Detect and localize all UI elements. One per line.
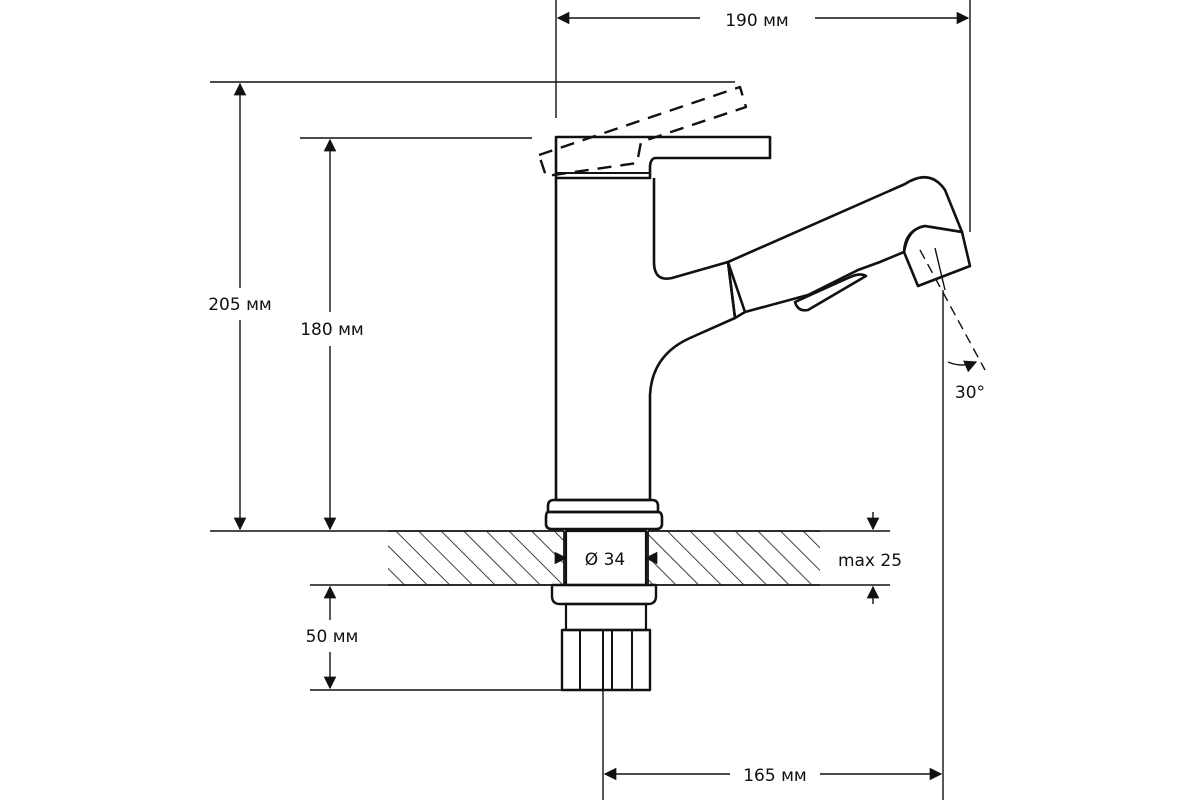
faucet-outline [537, 85, 972, 692]
mounting-nut [550, 583, 658, 606]
dimension-lines [210, 0, 971, 800]
dim-spout-height: 180 мм [300, 320, 364, 340]
dim-shank-length: 50 мм [306, 627, 359, 647]
spray-angle-guides [919, 247, 986, 373]
shank-neck [564, 602, 648, 632]
base-ring [544, 510, 664, 531]
spray-button [793, 273, 868, 312]
dim-reach: 165 мм [743, 766, 807, 786]
spray-head [726, 176, 964, 320]
spray-nozzle [902, 224, 972, 288]
dim-max-thickness: max 25 [838, 551, 902, 571]
dim-swivel-angle: 30° [955, 383, 985, 403]
dim-total-width: 190 мм [725, 11, 789, 31]
faucet-body [554, 178, 737, 502]
handle-lever [554, 135, 772, 180]
countertop-section [388, 530, 820, 586]
shank-hex [560, 628, 652, 692]
dim-total-height: 205 мм [208, 295, 272, 315]
dim-hole-diameter: Ø 34 [585, 550, 625, 570]
base-collar [546, 498, 660, 514]
handle-raised-dashed [537, 85, 748, 178]
spray-joint-line [726, 261, 747, 313]
